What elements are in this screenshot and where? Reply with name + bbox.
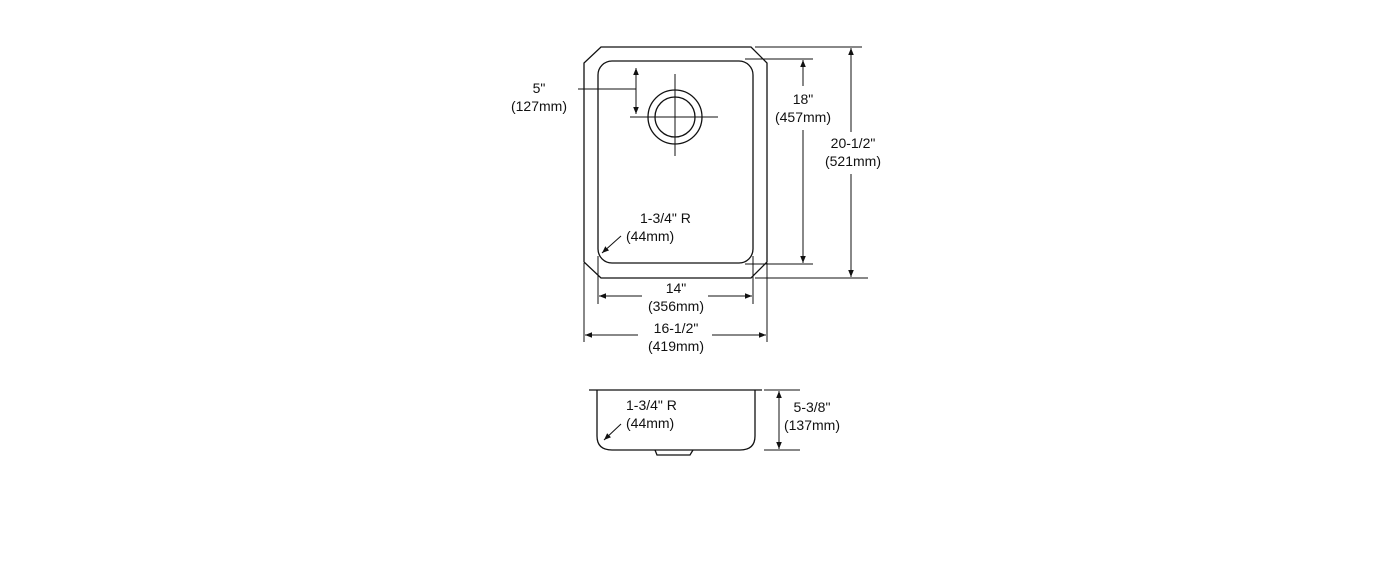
sink-outer-rim xyxy=(583,46,768,279)
drain-offset-label: 5" (127mm) xyxy=(506,79,572,115)
inner-length-imperial: 18" xyxy=(792,91,814,107)
inner-width-label: 14" (356mm) xyxy=(640,279,712,315)
outer-length-label: 20-1/2" (521mm) xyxy=(818,134,888,170)
section-bowl-profile xyxy=(596,390,756,451)
outer-width-imperial: 16-1/2" xyxy=(653,320,699,336)
bowl-depth-imperial: 5-3/8" xyxy=(793,399,831,415)
drain-offset-imperial: 5" xyxy=(532,80,546,96)
inner-width-metric: (356mm) xyxy=(647,298,704,314)
corner-radius-section-label: 1-3/4" R (44mm) xyxy=(626,396,677,432)
corner-radius-plan-metric: (44mm) xyxy=(626,228,675,244)
section-drain-stub xyxy=(654,449,694,456)
sink-inner-bowl xyxy=(597,60,754,264)
outer-length-metric: (521mm) xyxy=(824,153,881,169)
drain-offset-metric: (127mm) xyxy=(510,98,567,114)
corner-radius-section-leader xyxy=(603,423,622,441)
bowl-depth-metric: (137mm) xyxy=(783,417,840,433)
inner-length-metric: (457mm) xyxy=(774,109,831,125)
outer-width-metric: (419mm) xyxy=(647,338,704,354)
corner-radius-section-metric: (44mm) xyxy=(626,415,675,431)
bowl-depth-label: 5-3/8" (137mm) xyxy=(780,398,844,434)
corner-radius-plan-label: 1-3/4" R (44mm) xyxy=(626,209,691,245)
corner-radius-plan-imperial: 1-3/4" R xyxy=(640,210,691,226)
corner-radius-plan-leader xyxy=(601,235,622,254)
inner-length-label: 18" (457mm) xyxy=(767,90,839,126)
outer-length-imperial: 20-1/2" xyxy=(830,135,876,151)
corner-radius-section-imperial: 1-3/4" R xyxy=(626,397,677,413)
inner-width-imperial: 14" xyxy=(665,280,687,296)
outer-width-label: 16-1/2" (419mm) xyxy=(639,319,713,355)
